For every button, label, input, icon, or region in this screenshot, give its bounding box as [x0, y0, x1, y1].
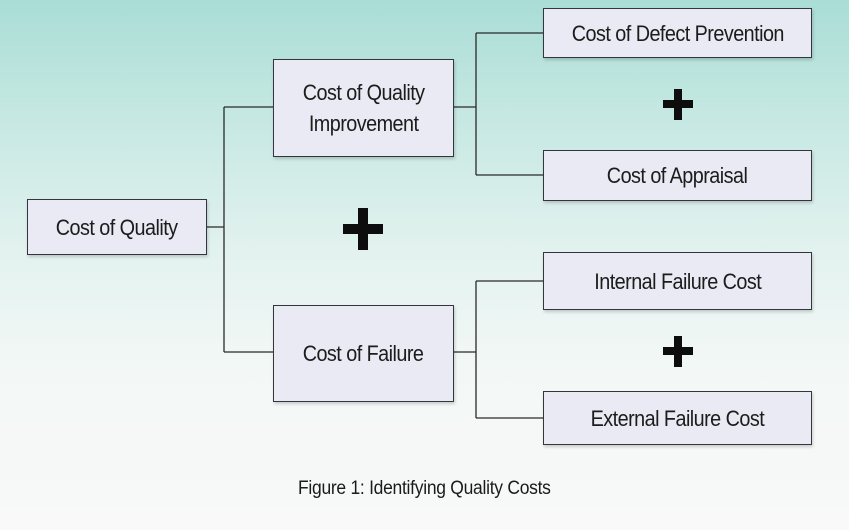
- plus-icon: [663, 336, 693, 367]
- internal-failure-cost-box: Internal Failure Cost: [543, 252, 812, 310]
- internal-failure-cost-label: Internal Failure Cost: [594, 268, 761, 294]
- cost-of-appraisal-label: Cost of Appraisal: [607, 163, 748, 188]
- plus-icon: [663, 89, 693, 120]
- figure-caption: Figure 1: Identifying Quality Costs: [0, 478, 849, 500]
- improvement-label-line1: Cost of Quality: [302, 80, 425, 105]
- cost-of-failure-box: Cost of Failure: [273, 305, 454, 402]
- cost-of-defect-prevention-box: Cost of Defect Prevention: [543, 8, 812, 58]
- cost-of-appraisal-box: Cost of Appraisal: [543, 150, 812, 201]
- improvement-label-line2: Improvement: [308, 111, 419, 136]
- cost-of-quality-label: Cost of Quality: [56, 214, 178, 240]
- external-failure-cost-box: External Failure Cost: [543, 391, 812, 445]
- external-failure-cost-label: External Failure Cost: [590, 405, 765, 431]
- figure-caption-text: Figure 1: Identifying Quality Costs: [298, 478, 551, 499]
- cost-of-quality-box: Cost of Quality: [27, 199, 207, 255]
- cost-of-failure-label: Cost of Failure: [303, 341, 424, 366]
- plus-icon: [343, 208, 383, 250]
- cost-of-quality-improvement-box: Cost of Quality Improvement: [273, 59, 454, 157]
- cost-of-defect-prevention-label: Cost of Defect Prevention: [571, 20, 784, 46]
